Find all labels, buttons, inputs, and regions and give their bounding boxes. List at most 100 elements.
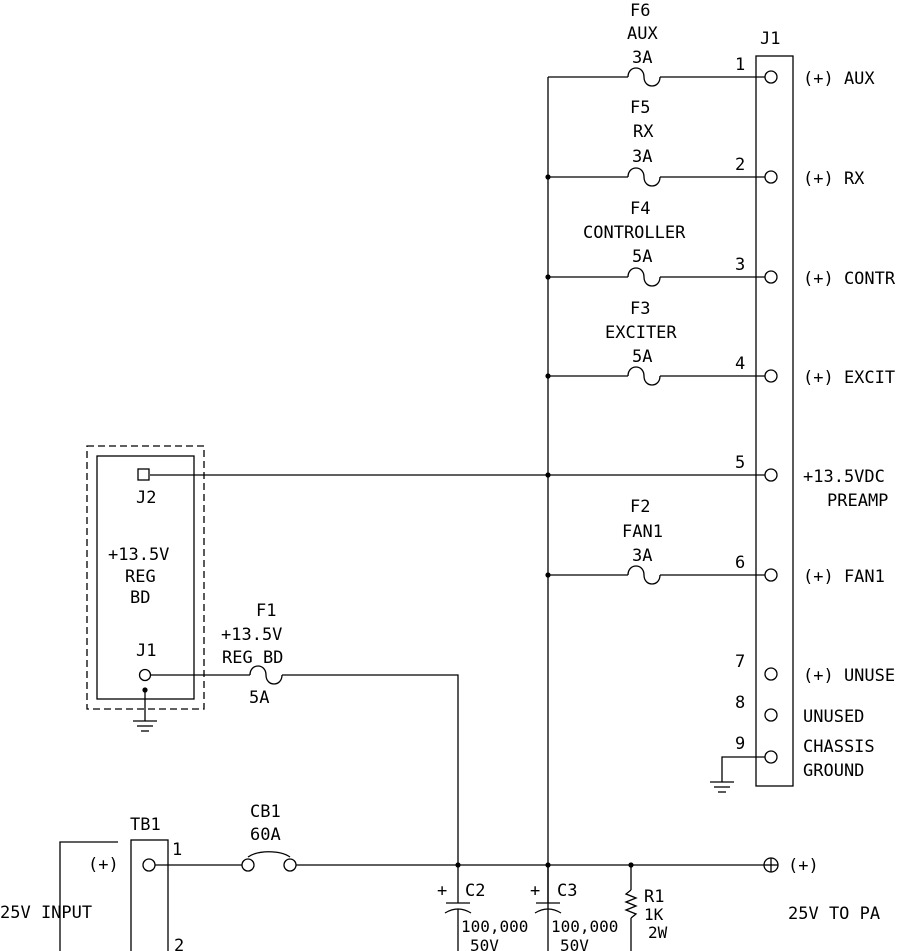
cap-value: 100,000 <box>551 917 618 936</box>
tb1-pin-1: 1 <box>172 840 182 860</box>
terminal-block-tb1: (+) 25V INPUT TB1 1 2 <box>0 815 184 951</box>
pin-number: 2 <box>735 155 745 175</box>
tb1-plus-label: (+) <box>88 855 119 875</box>
cap-plus: + <box>437 881 447 901</box>
tb1-ref: TB1 <box>130 815 161 835</box>
fuse-ref: F1 <box>256 601 276 621</box>
junction-dot <box>142 687 148 693</box>
pin-terminal-icon <box>764 708 778 722</box>
cap-ref: C2 <box>465 881 485 901</box>
junction-dot <box>545 373 551 379</box>
connector-j1: J1 1 (+) AUX 2 (+) RX 3 (+) CONTR 4 (+) … <box>735 29 896 787</box>
output-plus: (+) <box>788 856 819 876</box>
pin-terminal-icon <box>764 70 778 84</box>
tb1-terminal-icon <box>142 858 156 872</box>
cap-ref: C3 <box>557 881 577 901</box>
j1-pin-6: 6 (+) FAN1 <box>735 553 885 587</box>
resistor-value: 1K <box>644 905 664 924</box>
fuse-name-line2: REG BD <box>222 648 283 668</box>
pin-label-line2: PREAMP <box>827 491 888 511</box>
j1-pin-5: 5 +13.5VDC PREAMP <box>735 453 888 511</box>
pin-terminal-icon <box>764 568 778 582</box>
pin-terminal-icon <box>764 170 778 184</box>
resistor-r1: R1 1K 2W <box>624 865 668 951</box>
pin-terminal-icon <box>764 750 778 764</box>
reg-board-label: BD <box>130 588 150 608</box>
fuse-f3: F3 EXCITER 5A <box>545 299 765 386</box>
fuse-name: EXCITER <box>605 323 677 343</box>
pin-terminal-icon <box>764 270 778 284</box>
cap-voltage: 50V <box>560 936 589 951</box>
pin-label: +13.5VDC <box>803 467 885 487</box>
reg-j2-label: J2 <box>136 488 156 508</box>
j1-pin-9: 9 CHASSIS GROUND <box>735 734 875 781</box>
pin-label: (+) EXCIT <box>803 368 895 388</box>
wire <box>282 674 459 865</box>
j1-pin-7: 7 (+) UNUSE <box>735 652 895 686</box>
fuse-f6: F6 AUX 3A <box>548 1 765 87</box>
fuse-ref: F3 <box>630 299 650 319</box>
junction-dot <box>545 174 551 180</box>
j1-pin-2: 2 (+) RX <box>735 155 865 189</box>
junction-dot <box>545 572 551 578</box>
fuse-name: AUX <box>627 24 658 44</box>
pin-terminal-icon <box>764 667 778 681</box>
j2-terminal-icon <box>137 468 150 481</box>
fuse-f1: F1 +13.5V REG BD 5A <box>151 601 459 865</box>
cap-plus: + <box>530 881 540 901</box>
pin-label: (+) AUX <box>803 69 875 89</box>
fuse-name: +13.5V <box>221 625 282 645</box>
pin-terminal-icon <box>764 468 778 482</box>
fuse-f2: F2 FAN1 3A <box>545 497 765 585</box>
j1-pin-3: 3 (+) CONTR <box>735 255 896 289</box>
pin-number: 8 <box>735 693 745 713</box>
cap-voltage: 50V <box>470 936 499 951</box>
tb1-pin-2: 2 <box>174 936 184 951</box>
pin-number: 1 <box>735 55 745 75</box>
reg-board-label: +13.5V <box>108 545 169 565</box>
fuse-ref: F4 <box>630 199 650 219</box>
pin-label: CHASSIS <box>803 737 875 757</box>
regulator-board: J2 +13.5V REG BD J1 <box>86 445 205 732</box>
pin-number: 5 <box>735 453 745 473</box>
fuse-ref: F5 <box>630 98 650 118</box>
j1-pin-8: 8 UNUSED <box>735 693 864 727</box>
resistor-icon <box>624 889 638 919</box>
fuse-rating: 5A <box>632 347 652 367</box>
breaker-rating: 60A <box>250 825 281 845</box>
breaker-contact-icon <box>283 858 297 872</box>
fuse-rating: 3A <box>632 147 652 167</box>
input-label: 25V INPUT <box>0 903 92 923</box>
j1-terminal-icon <box>138 668 152 682</box>
fuse-icon <box>627 565 661 585</box>
fuse-icon <box>627 167 661 187</box>
fuse-rating: 3A <box>632 48 652 68</box>
junction-dot <box>545 274 551 280</box>
capacitor-c3: + C3 100,000 50V <box>530 865 618 951</box>
pin-label-line2: GROUND <box>803 761 864 781</box>
pin-number: 3 <box>735 255 745 275</box>
fuse-icon <box>249 665 283 685</box>
breaker-arc-icon <box>247 851 291 858</box>
cap-value: 100,000 <box>461 917 528 936</box>
pin-number: 4 <box>735 354 745 374</box>
capacitor-c2: + C2 100,000 50V <box>437 865 528 951</box>
junction-dot <box>545 472 551 478</box>
reg-board-label: REG <box>125 567 156 587</box>
fuse-ref: F6 <box>630 1 650 21</box>
fuse-icon <box>627 267 661 287</box>
output-terminal: (+) 25V TO PA <box>763 856 880 924</box>
fuse-name: FAN1 <box>622 522 663 542</box>
input-bracket <box>59 841 118 951</box>
fuse-name: CONTROLLER <box>583 223 686 243</box>
connector-j1-ref: J1 <box>760 29 780 49</box>
pin-label: (+) UNUSE <box>803 666 895 686</box>
pin-label: (+) CONTR <box>803 269 896 289</box>
fuse-rating: 5A <box>249 688 269 708</box>
fuse-rating: 3A <box>632 546 652 566</box>
fuse-name: RX <box>633 122 654 142</box>
fuse-f4: F4 CONTROLLER 5A <box>545 199 765 287</box>
fuse-rating: 5A <box>632 247 652 267</box>
pin-number: 7 <box>735 652 745 672</box>
